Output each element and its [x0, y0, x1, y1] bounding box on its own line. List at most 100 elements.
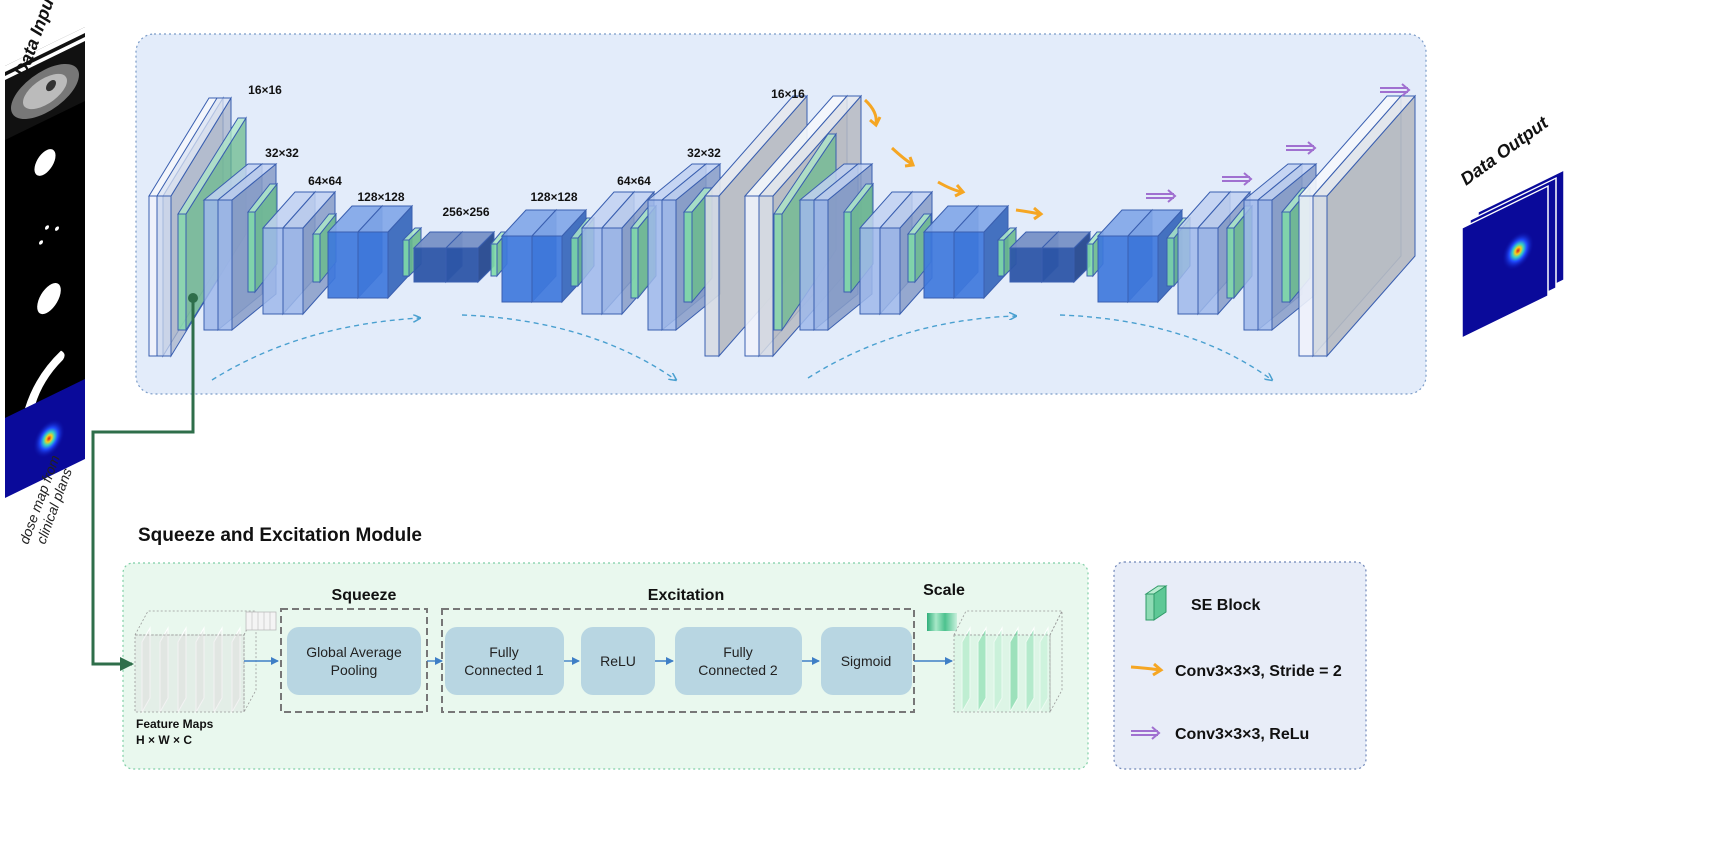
stride-arrow-4 — [1015, 208, 1041, 216]
conv-block-19-front — [581, 227, 603, 315]
conv-block-16-front — [501, 235, 533, 303]
sigmoid-box — [821, 627, 912, 695]
thin-plane-2-front — [156, 195, 172, 357]
conv-block-17-front — [531, 235, 563, 303]
se-block-31-front — [843, 211, 852, 293]
conv-block-7-front — [262, 227, 284, 315]
feature-maps-cube — [134, 610, 257, 714]
skip-arrow-1 — [211, 318, 420, 381]
resolution-labels: 16×16 32×32 64×64 128×128 256×256 128×12… — [248, 83, 805, 219]
conv-block-35-front — [923, 231, 955, 299]
relu-arrow-2 — [1222, 172, 1253, 186]
thin-plane-26-front — [744, 195, 760, 357]
conv-plane-22-front — [647, 199, 663, 331]
se-block-28-front — [773, 213, 783, 331]
input-slice-ct — [5, 26, 85, 146]
se-block-18-front — [570, 237, 579, 287]
se-block-37-front — [997, 239, 1005, 277]
res-label-stage2: 16×16 — [771, 87, 805, 101]
output-dose-map — [1461, 184, 1549, 340]
res-label-dec-3: 32×32 — [687, 146, 721, 160]
se-link-line — [91, 298, 195, 671]
stride-arrow-3 — [937, 180, 963, 194]
conv-plane-23-front — [661, 199, 677, 331]
scale-vector — [927, 613, 957, 631]
conv-block-11-front — [357, 231, 389, 299]
fc1-line2: Connected 1 — [464, 662, 544, 678]
feature-maps-label: Feature Maps — [136, 717, 214, 731]
conv-plane-47-front — [1243, 199, 1259, 331]
sigmoid-label: Sigmoid — [841, 653, 892, 669]
res-label-dec-1: 128×128 — [530, 190, 577, 204]
se-block-21-front — [630, 227, 639, 299]
input-stack — [5, 26, 85, 498]
fc2-box — [675, 627, 802, 695]
legend-relu-conv: Conv3×3×3, ReLu — [1175, 726, 1309, 743]
conv-block-8-front — [282, 227, 304, 315]
se-block-9-front — [312, 233, 321, 283]
thin-plane-51-front — [1312, 195, 1328, 357]
relu-arrow-1 — [1146, 189, 1177, 203]
conv-block-36-front — [953, 231, 985, 299]
conv-block-45-front — [1197, 227, 1219, 315]
feature-maps-dims: H × W × C — [136, 733, 192, 747]
squeezed-vector — [245, 611, 277, 631]
legend-se-block-icon — [1144, 585, 1168, 621]
conv-plane-48-front — [1257, 199, 1273, 331]
res-label-enc-4: 128×128 — [357, 190, 404, 204]
excitation-title: Excitation — [648, 587, 724, 604]
conv-block-42-front — [1127, 235, 1159, 303]
legend-stride-conv: Conv3×3×3, Stride = 2 — [1175, 663, 1342, 680]
se-block-15-front — [490, 243, 498, 277]
conv-block-33-front — [879, 227, 901, 315]
thin-plane-50-front — [1298, 195, 1314, 357]
se-block-49-front — [1281, 211, 1291, 303]
conv-block-41-front — [1097, 235, 1129, 303]
legend-panel — [1113, 561, 1367, 770]
res-label-enc-2: 32×32 — [265, 146, 299, 160]
se-block-3-front — [177, 213, 187, 331]
conv-block-32-front — [859, 227, 881, 315]
conv-block-20-front — [601, 227, 623, 315]
output-stack — [1461, 168, 1565, 340]
skip-arrow-4 — [1059, 314, 1272, 380]
se-block-34-front — [907, 233, 916, 283]
skip-arrow-3 — [807, 316, 1016, 379]
se-block-40-front — [1086, 243, 1094, 277]
squeeze-group — [280, 608, 428, 713]
gap-line2: Pooling — [331, 662, 378, 678]
relu-box — [581, 627, 655, 695]
legend-relu-icon — [1131, 726, 1161, 740]
thin-plane-27-front — [758, 195, 774, 357]
se-block-6-front — [247, 211, 256, 293]
relu-arrow-4 — [1380, 83, 1411, 97]
skip-arrow-2 — [461, 314, 676, 380]
legend-se-block: SE Block — [1191, 597, 1260, 614]
bottleneck-14-front — [445, 247, 479, 283]
conv-plane-29-front — [799, 199, 815, 331]
se-block-12-front — [402, 239, 410, 277]
conv-plane-5-front — [217, 199, 233, 331]
res-label-enc-1: 16×16 — [248, 83, 282, 97]
bottleneck-39-front — [1041, 247, 1075, 283]
stride-arrows — [863, 98, 1044, 221]
res-label-enc-3: 64×64 — [308, 174, 342, 188]
res-label-enc-5: 256×256 — [442, 205, 489, 219]
fc2-line2: Connected 2 — [698, 662, 778, 678]
squeeze-title: Squeeze — [332, 587, 397, 604]
scaled-feature-cube — [953, 610, 1063, 714]
bottleneck-13-front — [413, 247, 447, 283]
conv-block-44-front — [1177, 227, 1199, 315]
res-label-dec-2: 64×64 — [617, 174, 651, 188]
thin-plane-25-front — [704, 195, 720, 357]
gap-box — [287, 627, 421, 695]
gap-line1: Global Average — [306, 644, 402, 660]
bottleneck-38-front — [1009, 247, 1043, 283]
input-slice-dose — [5, 378, 85, 498]
fc2-line1: Fully — [723, 644, 753, 660]
se-title: Squeeze and Excitation Module — [138, 525, 422, 546]
legend-stride-icon — [1130, 662, 1164, 677]
conv-plane-30-front — [813, 199, 829, 331]
fc1-line1: Fully — [489, 644, 519, 660]
